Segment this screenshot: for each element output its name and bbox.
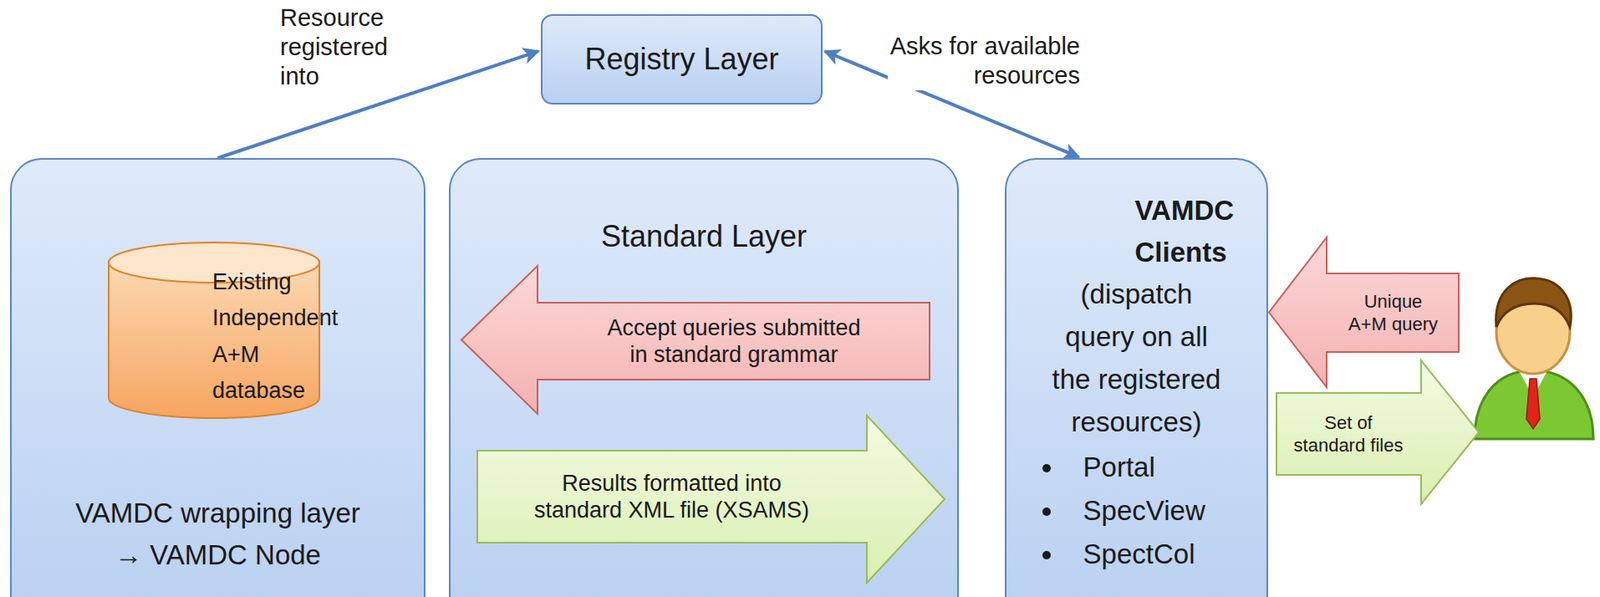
bullet-item: Portal [1064, 445, 1206, 490]
database-label: Existing Independent A+M database [212, 264, 216, 409]
registry-box: Registry Layer [540, 14, 823, 105]
arrow-label-frame: Results formatted into standard XML file… [476, 450, 867, 543]
edge-label: Resource registered into [280, 3, 284, 91]
client-item: SpecView [1083, 489, 1206, 533]
client-list: PortalSpecViewSpectCol [1031, 445, 1206, 576]
user-icon [1467, 271, 1599, 441]
bullet-item: SpectCol [1064, 532, 1206, 576]
bullet-item: SpecView [1064, 489, 1206, 533]
connector-arrow [218, 50, 540, 158]
clients-panel: VAMDC Clients(dispatch query on all the … [1004, 157, 1269, 597]
panel-title-frame: VAMDC wrapping layer → VAMDC Node [11, 492, 424, 576]
arrow-label-frame: Unique A+M query [1326, 273, 1460, 352]
arrow-label: Accept queries submitted in standard gra… [606, 314, 862, 369]
user-query-arrow-outline [1268, 236, 1460, 388]
arrow-label: Set of standard files [1293, 411, 1405, 458]
user-result-arrow-outline [1275, 359, 1480, 505]
panel-title-frame: Standard Layer [450, 218, 958, 255]
panel-title: Standard Layer [601, 218, 807, 255]
edge-label-frame: Asks for available resources [887, 31, 1081, 91]
arrow-label: Results formatted into standard XML file… [533, 469, 811, 525]
layer-title-frame: Registry Layer [542, 15, 821, 103]
standard-panel: Standard LayerAccept queries submitted i… [448, 157, 959, 597]
client-item: Portal [1083, 445, 1156, 490]
arrow-label: Unique A+M query [1347, 290, 1439, 337]
panel-title-frame: VAMDC Clients [1006, 189, 1267, 273]
arrow-label-frame: Accept queries submitted in standard gra… [537, 302, 931, 380]
database-cylinder: Existing Independent A+M database [107, 241, 322, 420]
database-label-frame: Existing Independent A+M database [107, 253, 322, 420]
edge-label-frame: Resource registered into [280, 3, 284, 91]
panel-title: VAMDC Clients [1135, 189, 1139, 273]
user-result-arrow: Set of standard files [1275, 359, 1480, 505]
query-arrow: Accept queries submitted in standard gra… [460, 264, 931, 415]
panel-title: VAMDC wrapping layer → VAMDC Node [74, 492, 362, 576]
edge-label: Asks for available resources [887, 31, 1081, 91]
client-item: SpectCol [1083, 532, 1196, 576]
arrow-label-frame: Set of standard files [1275, 392, 1422, 475]
panel-description: (dispatch query on all the registered re… [1051, 272, 1223, 444]
node-panel: VAMDC wrapping layer → VAMDC Node Existin… [10, 157, 426, 597]
result-arrow: Results formatted into standard XML file… [476, 414, 946, 584]
layer-title: Registry Layer [584, 40, 779, 77]
panel-description-frame: (dispatch query on all the registered re… [1006, 272, 1267, 444]
user-query-arrow: Unique A+M query [1268, 236, 1460, 388]
